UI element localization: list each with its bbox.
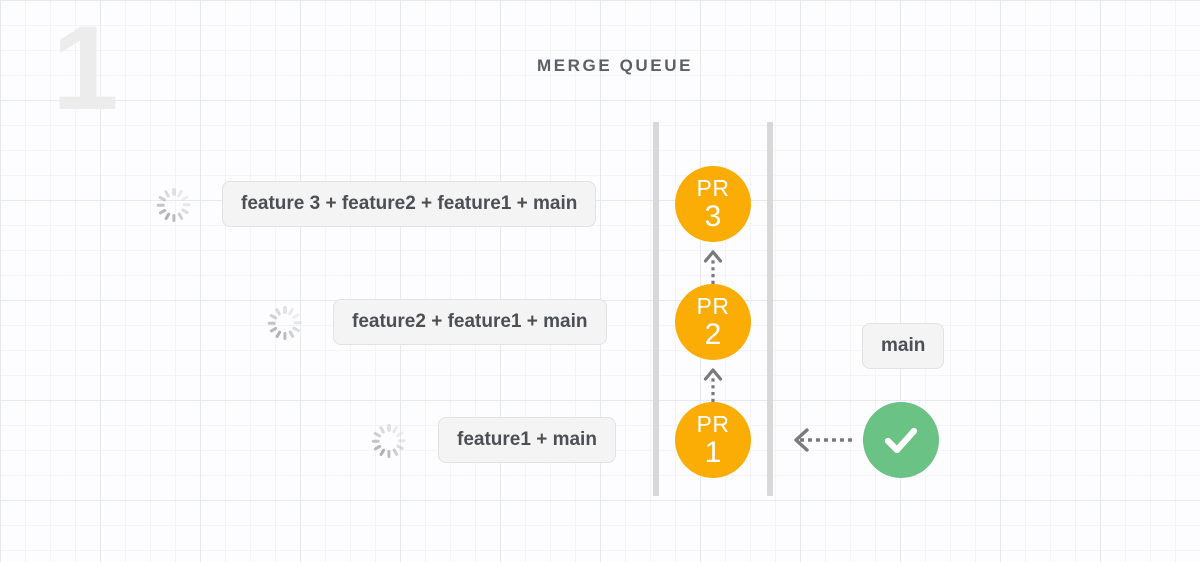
step-number: 1 — [52, 1, 119, 135]
branch-label-pill: feature 3 + feature2 + feature1 + main — [222, 181, 597, 227]
pr-node-label: PR — [696, 410, 730, 437]
arrow-pr1-to-pr2-icon — [702, 366, 724, 402]
pr-node-label: PR — [696, 174, 730, 201]
pr-node-number: 1 — [704, 435, 722, 469]
branch-label-pill: feature1 + main — [438, 417, 616, 463]
spinner-icon — [370, 422, 408, 460]
queue-rail-left — [653, 122, 659, 496]
spinner-icon — [155, 186, 193, 224]
branch-label-pill: feature2 + feature1 + main — [333, 299, 607, 345]
pr-node-2[interactable]: PR 2 — [675, 284, 751, 360]
arrow-merge-back-icon — [790, 426, 852, 454]
spinner-icon — [266, 304, 304, 342]
pr-node-3[interactable]: PR 3 — [675, 166, 751, 242]
pr-node-1[interactable]: PR 1 — [675, 402, 751, 478]
queue-rail-right — [767, 122, 773, 496]
target-branch-pill: main — [862, 323, 945, 369]
pr-node-number: 2 — [704, 317, 722, 351]
success-status-badge — [863, 402, 939, 478]
pr-node-label: PR — [696, 292, 730, 319]
arrow-pr2-to-pr3-icon — [702, 248, 724, 284]
pr-node-number: 3 — [704, 199, 722, 233]
page-title: MERGE QUEUE — [536, 56, 694, 75]
check-icon — [884, 427, 918, 454]
